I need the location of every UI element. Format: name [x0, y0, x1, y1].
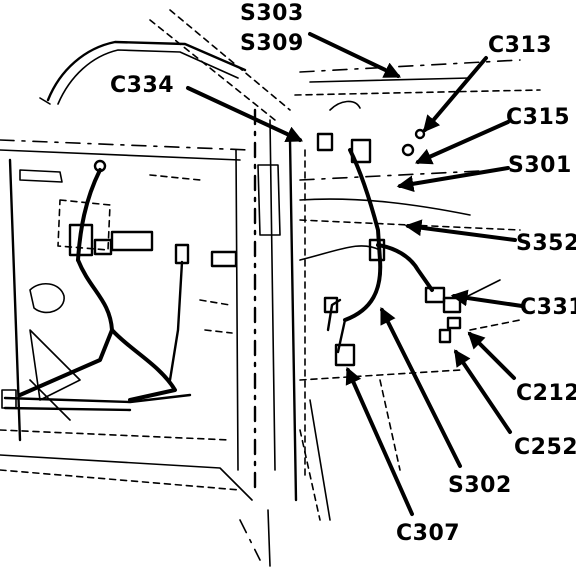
- arrow-c252: [454, 349, 512, 434]
- arrow-s302: [380, 306, 462, 468]
- label-c307: C307: [396, 521, 460, 546]
- arrow-c212: [467, 331, 516, 380]
- label-s302: S302: [448, 473, 512, 498]
- label-s309: S309: [240, 31, 304, 56]
- label-c313: C313: [488, 33, 552, 58]
- label-s301: S301: [508, 153, 572, 178]
- label-s352: S352: [516, 231, 576, 256]
- door-frame-drawing: [0, 9, 541, 567]
- label-c212: C212: [516, 381, 576, 406]
- label-c331: C331: [520, 295, 576, 320]
- arrow-c331: [450, 289, 524, 308]
- arrow-c334: [186, 86, 304, 142]
- callout-arrows: [186, 32, 524, 516]
- arrow-s301: [396, 166, 510, 193]
- arrow-s303: [308, 32, 402, 78]
- label-s303: S303: [240, 1, 304, 26]
- arrow-c307: [345, 366, 414, 516]
- label-c252: C252: [514, 435, 576, 460]
- arrow-s352: [404, 219, 517, 242]
- label-c315: C315: [506, 105, 570, 130]
- label-c334: C334: [110, 73, 174, 98]
- callout-labels: S303 S309 C313 C334 C315 S301 S352 C331 …: [110, 1, 576, 546]
- arrow-c313: [422, 56, 488, 133]
- arrow-c315: [414, 120, 510, 165]
